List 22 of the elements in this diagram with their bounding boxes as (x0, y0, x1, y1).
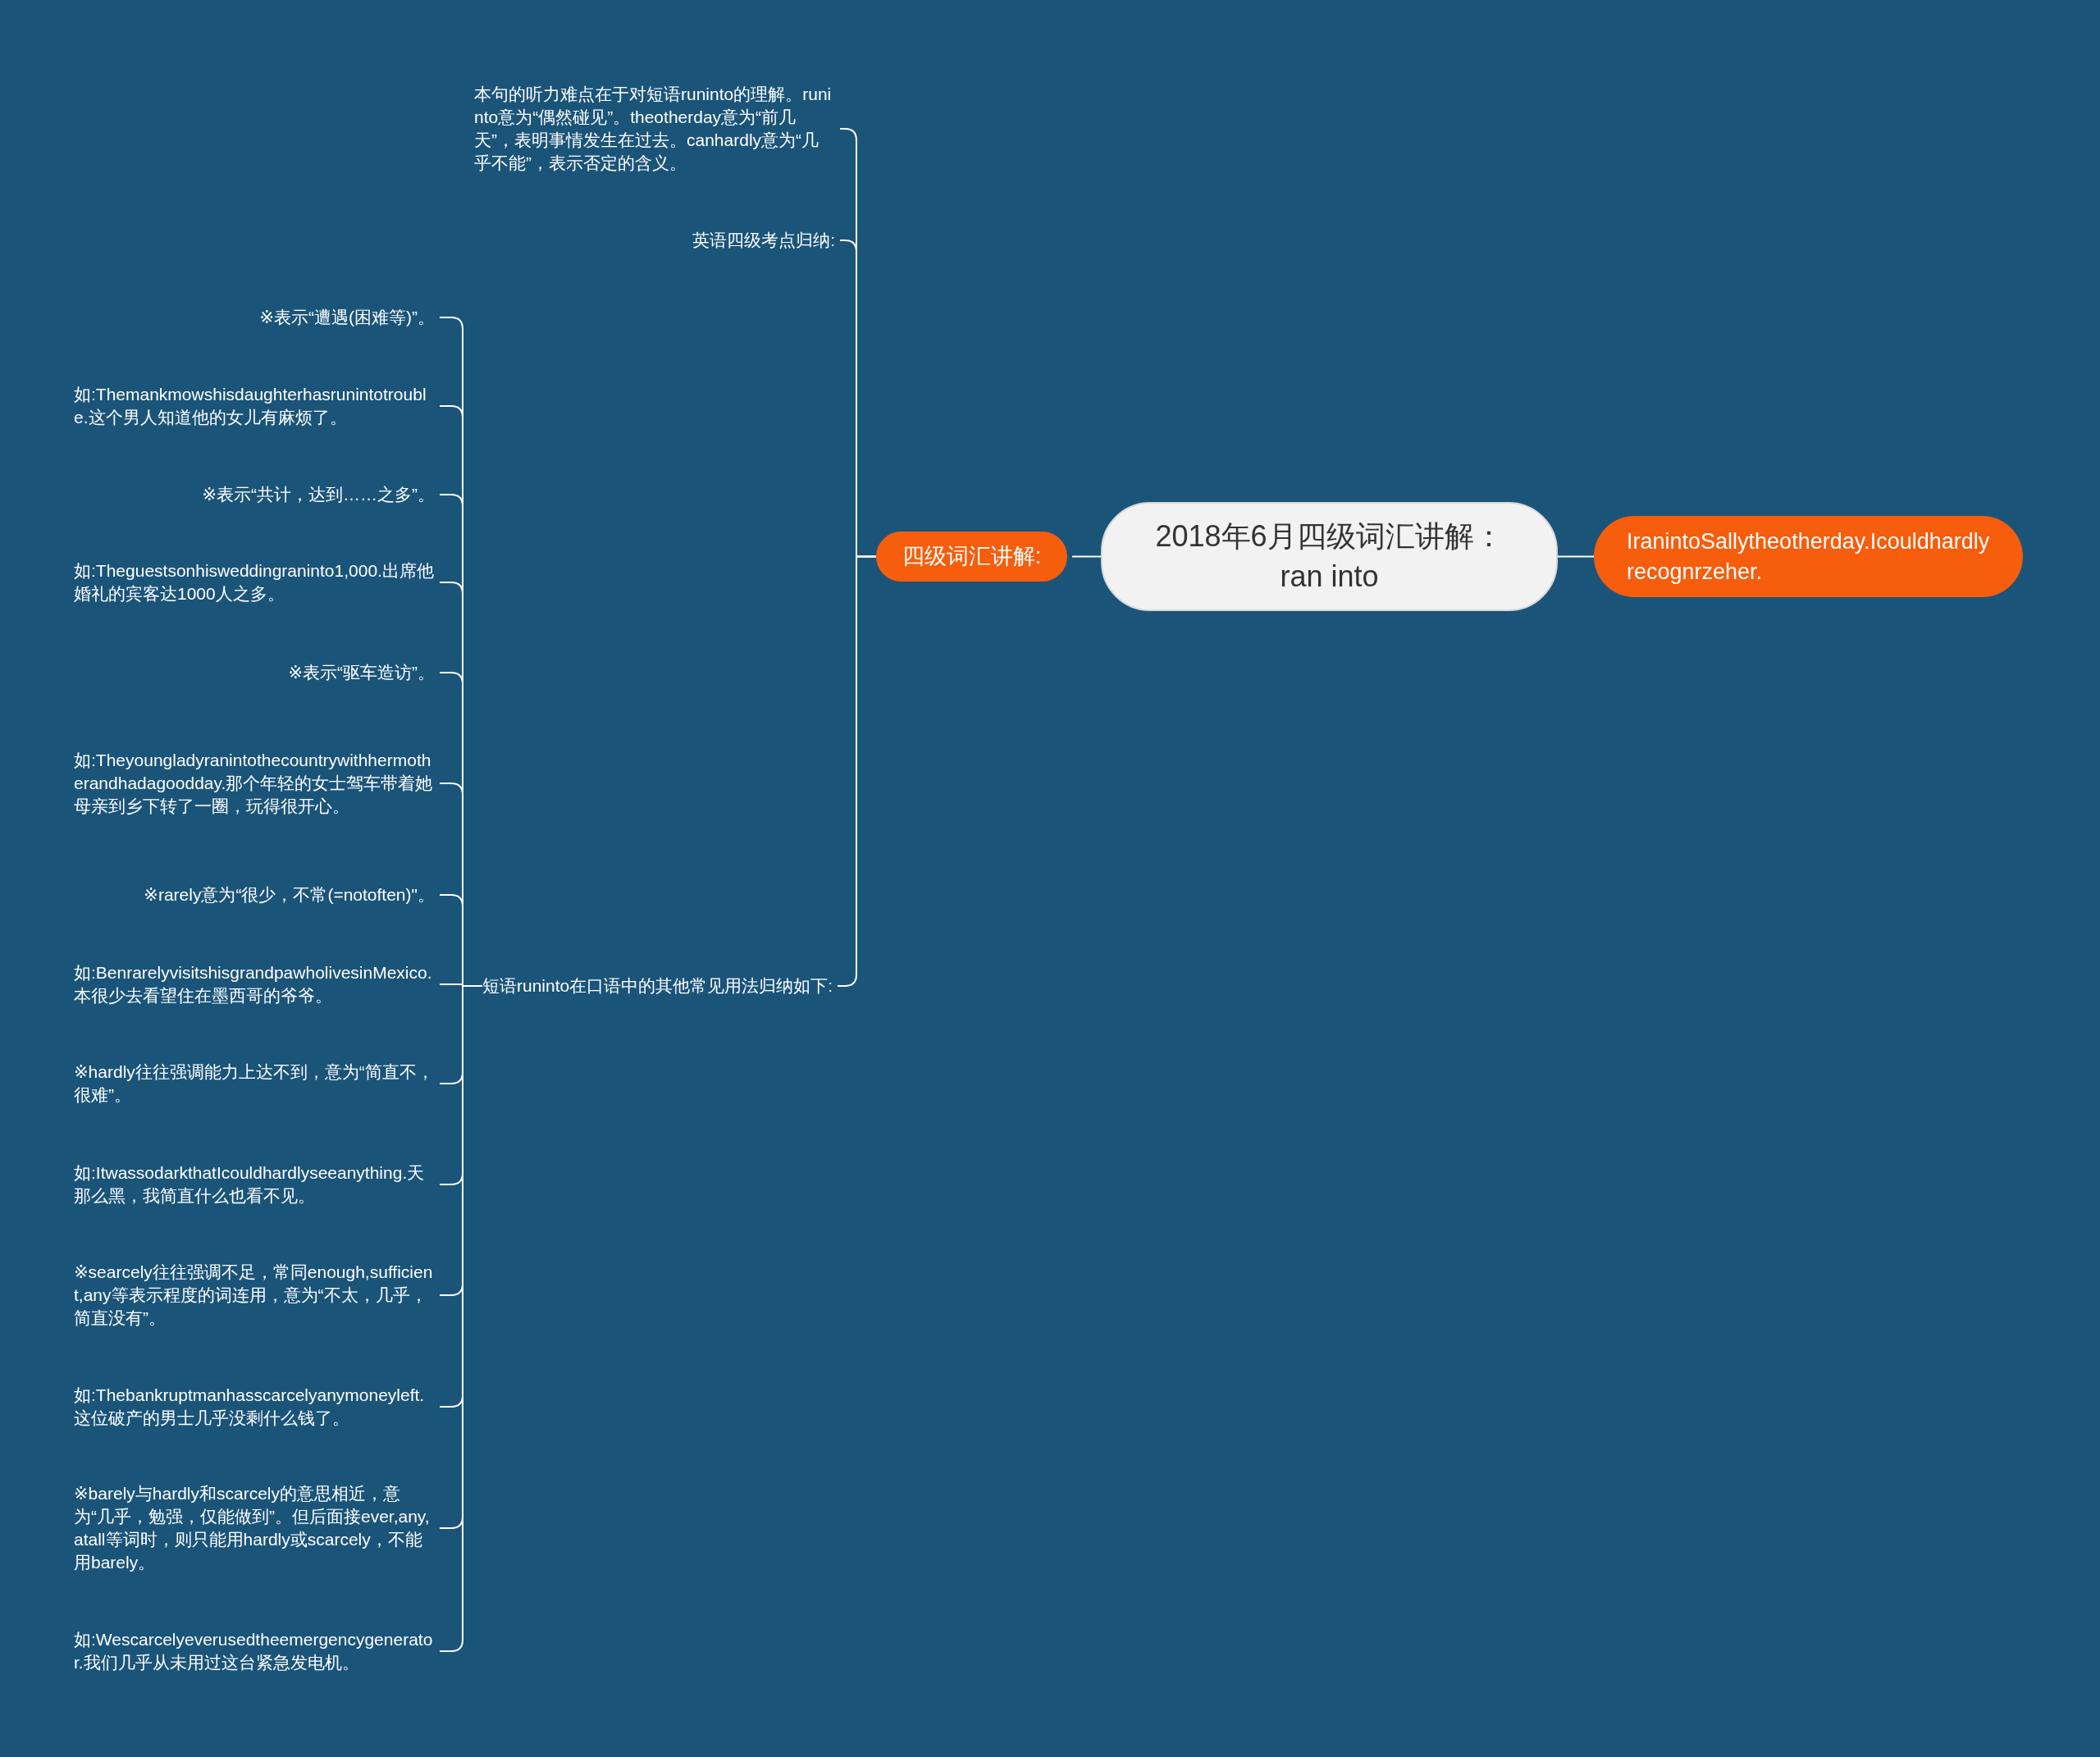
heading-text: 英语四级考点归纳: (692, 229, 835, 252)
usage-text: 如:Theguestsonhisweddingraninto1,000.出席他婚礼的宾客达1000人之多。 (74, 559, 435, 605)
usage-text: 如:Wescarcelyeverusedtheemergencygenerator.我们几乎从未用过这台紧急发电机。 (74, 1628, 435, 1674)
topic-pill: IranintoSallytheotherday.Icouldhardlyrecognrzeher. (1594, 516, 2023, 597)
usage-text: 如:Thebankruptmanhasscarcelyanymoneyleft.这位破产的男士几乎没剩什么钱了。 (74, 1384, 435, 1430)
usage-text: ※rarely意为“很少，不常(=notoften)"。 (144, 883, 435, 906)
usage-text: ※barely与hardly和scarcely的意思相近，意为“几乎，勉强，仅能做到”。但后面接ever,any,atall等词时，则只能用hardly或scarcely，不能用barely。 (74, 1482, 435, 1574)
connector-line (1557, 555, 1595, 558)
usage-text: ※表示“驱车造访”。 (288, 661, 435, 684)
usage-text: 如:Themankmowshisdaughterhasrunintotrouble.这个男人知道他的女儿有麻烦了。 (74, 383, 435, 429)
usage-text: ※hardly往往强调能力上达不到，意为“简直不，很难”。 (74, 1061, 435, 1107)
usage-text: 如:ItwassodarkthatIcouldhardlyseeanything.天那么黑，我简直什么也看不见。 (74, 1161, 435, 1207)
usage-text: ※表示“遭遇(困难等)”。 (259, 306, 435, 329)
usage-text: ※表示“共计，达到……之多”。 (202, 483, 435, 506)
central-topic-pill: 2018年6月四级词汇讲解：ran into (1101, 502, 1558, 611)
usage-text: 如:Theyoungladyranintothecountrywithhermotherandhadagoodday.那个年轻的女士驾车带着她母亲到乡下转了一圈，玩得很开心。 (74, 749, 435, 818)
connector-line (1071, 555, 1102, 558)
topic-pill: 四级词汇讲解: (876, 532, 1067, 582)
usage-text: ※searcely往往强调不足，常同enough,sufficient,any等表示程度的词连用，意为“不太，几乎，简直没有”。 (74, 1261, 435, 1330)
heading-text: 短语runinto在口语中的其他常见用法归纳如下: (482, 974, 833, 997)
usage-text: 如:BenrarelyvisitshisgrandpawholivesinMexico.本很少去看望住在墨西哥的爷爷。 (74, 961, 435, 1007)
note-text: 本句的听力难点在于对短语runinto的理解。runinto意为“偶然碰见”。theotherday意为“前几天”，表明事情发生在过去。canhardly意为“几乎不能”，表示否定的含义。 (474, 83, 835, 175)
